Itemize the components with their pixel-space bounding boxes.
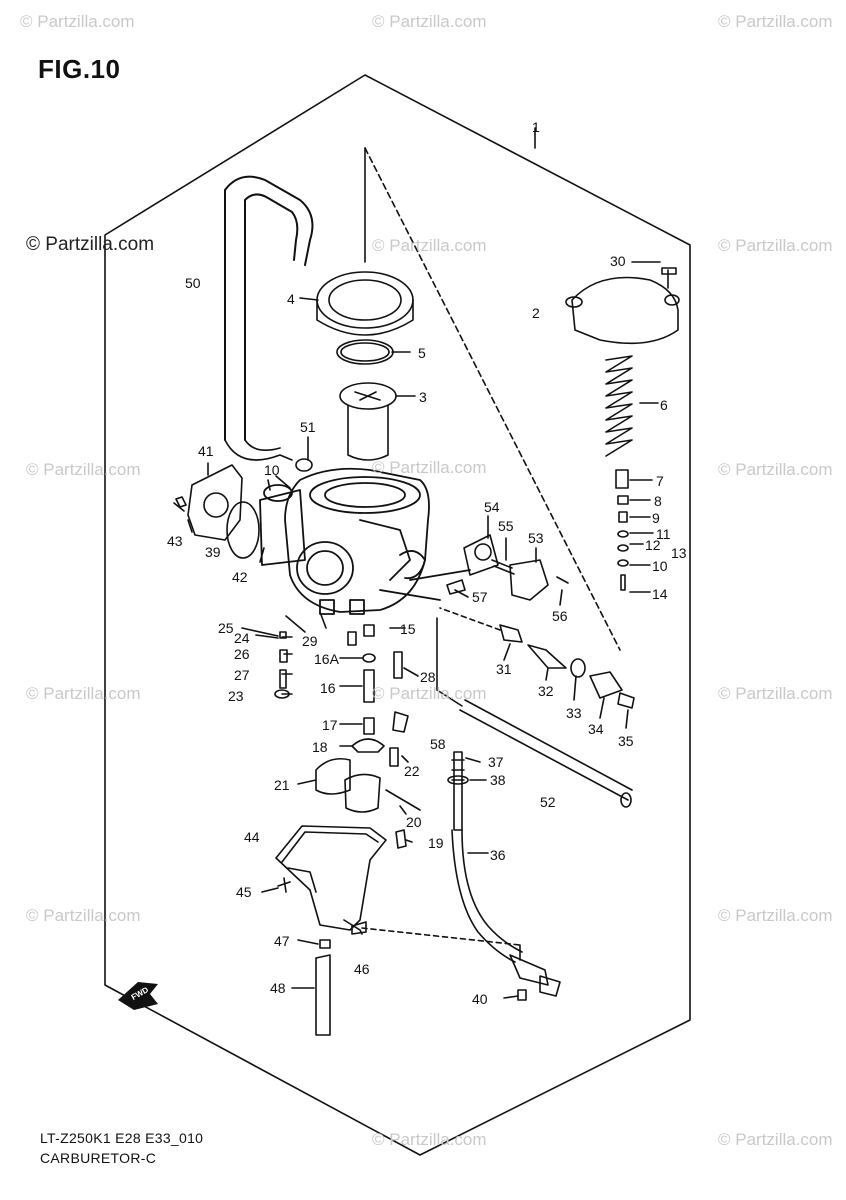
callout-label: 12 — [645, 537, 661, 553]
watermark: © Partzilla.com — [26, 460, 141, 479]
diagram-footer: LT-Z250K1 E28 E33_010 CARBURETOR-C — [40, 1128, 203, 1169]
callout-label: 15 — [400, 621, 416, 637]
callout-label: 6 — [660, 397, 668, 413]
watermark: © Partzilla.com — [26, 234, 155, 255]
drain-hose — [451, 829, 523, 963]
callout-label: 17 — [322, 717, 338, 733]
watermark: © Partzilla.com — [26, 684, 141, 703]
watermark: © Partzilla.com — [26, 906, 141, 925]
callout-label: 27 — [234, 667, 250, 683]
callout-label: 8 — [654, 493, 662, 509]
vent-hose — [224, 175, 314, 441]
callout-label: 39 — [205, 544, 221, 560]
callout-label: 7 — [656, 473, 664, 489]
watermark: © Partzilla.com — [718, 1130, 833, 1149]
callout-label: 11 — [656, 526, 671, 542]
callout-label: 20 — [406, 814, 422, 830]
callout-label: 19 — [428, 835, 444, 851]
assembly-boundary — [104, 74, 691, 1156]
callout-label: 26 — [234, 646, 250, 662]
watermark: © Partzilla.com — [372, 684, 487, 703]
callout-label: 18 — [312, 739, 328, 755]
callout-label: 1 — [532, 119, 540, 135]
watermark: © Partzilla.com — [718, 12, 833, 31]
callout-label: 38 — [490, 772, 506, 788]
callout-label: 23 — [228, 688, 244, 704]
watermark: © Partzilla.com — [718, 236, 833, 255]
watermark: © Partzilla.com — [372, 1130, 487, 1149]
watermark: © Partzilla.com — [718, 460, 833, 479]
intake-gasket — [187, 464, 243, 541]
callout-label: 57 — [472, 589, 488, 605]
callout-label: 4 — [287, 291, 295, 307]
spring — [605, 355, 633, 457]
callout-label: 43 — [167, 533, 183, 549]
callout-label: 58 — [430, 736, 446, 752]
callout-label: 53 — [528, 530, 544, 546]
callout-label: 41 — [198, 443, 214, 459]
callout-label: 33 — [566, 705, 582, 721]
callout-label: 32 — [538, 683, 554, 699]
callout-label: 46 — [354, 961, 370, 977]
carburetor-body — [259, 467, 471, 615]
callout-label: 54 — [484, 499, 500, 515]
callout-label: 40 — [472, 991, 488, 1007]
callout-label: 36 — [490, 847, 506, 863]
watermark: © Partzilla.com — [718, 906, 833, 925]
callout-label: 10 — [652, 558, 668, 574]
callout-label: 42 — [232, 569, 248, 585]
callout-label: 16A — [314, 651, 339, 667]
callout-label: 10 — [264, 462, 280, 478]
callout-label: 55 — [498, 518, 514, 534]
callout-label: 25 — [218, 620, 234, 636]
callout-label: 44 — [244, 829, 260, 845]
watermark: © Partzilla.com — [372, 12, 487, 31]
callout-label: 9 — [652, 510, 660, 526]
callout-label: 30 — [610, 253, 626, 269]
callout-label: 22 — [404, 763, 420, 779]
callout-label: 28 — [420, 669, 436, 685]
callout-label: 37 — [488, 754, 504, 770]
callout-label: 45 — [236, 884, 252, 900]
callout-label: 13 — [671, 545, 687, 561]
callout-label: 3 — [419, 389, 427, 405]
callout-label: 48 — [270, 980, 286, 996]
top-cover — [571, 276, 679, 345]
watermark: © Partzilla.com — [20, 12, 135, 31]
callout-label: 2 — [532, 305, 540, 321]
callout-label: 14 — [652, 586, 668, 602]
callout-label: 5 — [418, 345, 426, 361]
callout-label: 51 — [300, 419, 316, 435]
watermark: © Partzilla.com — [372, 458, 487, 477]
callout-label: 47 — [274, 933, 290, 949]
callout-label: 56 — [552, 608, 568, 624]
overflow-tube — [459, 699, 633, 801]
fwd-arrow-icon — [118, 982, 158, 1010]
diagram-name: CARBURETOR-C — [40, 1150, 157, 1167]
figure-title: FIG.10 — [38, 54, 121, 84]
callout-label: 34 — [588, 721, 604, 737]
callout-label: 21 — [274, 777, 290, 793]
callout-label: 29 — [302, 633, 318, 649]
callout-label: 31 — [496, 661, 512, 677]
callout-label: 50 — [185, 275, 201, 291]
watermark: © Partzilla.com — [718, 684, 833, 703]
float-chamber — [275, 825, 387, 931]
diagram-code: LT-Z250K1 E28 E33_010 — [40, 1130, 204, 1146]
callout-label: 52 — [540, 794, 556, 810]
callout-label: 24 — [234, 630, 250, 646]
float — [315, 757, 351, 795]
callout-label: 16 — [320, 680, 336, 696]
callout-label: 35 — [618, 733, 634, 749]
watermark: © Partzilla.com — [372, 236, 487, 255]
